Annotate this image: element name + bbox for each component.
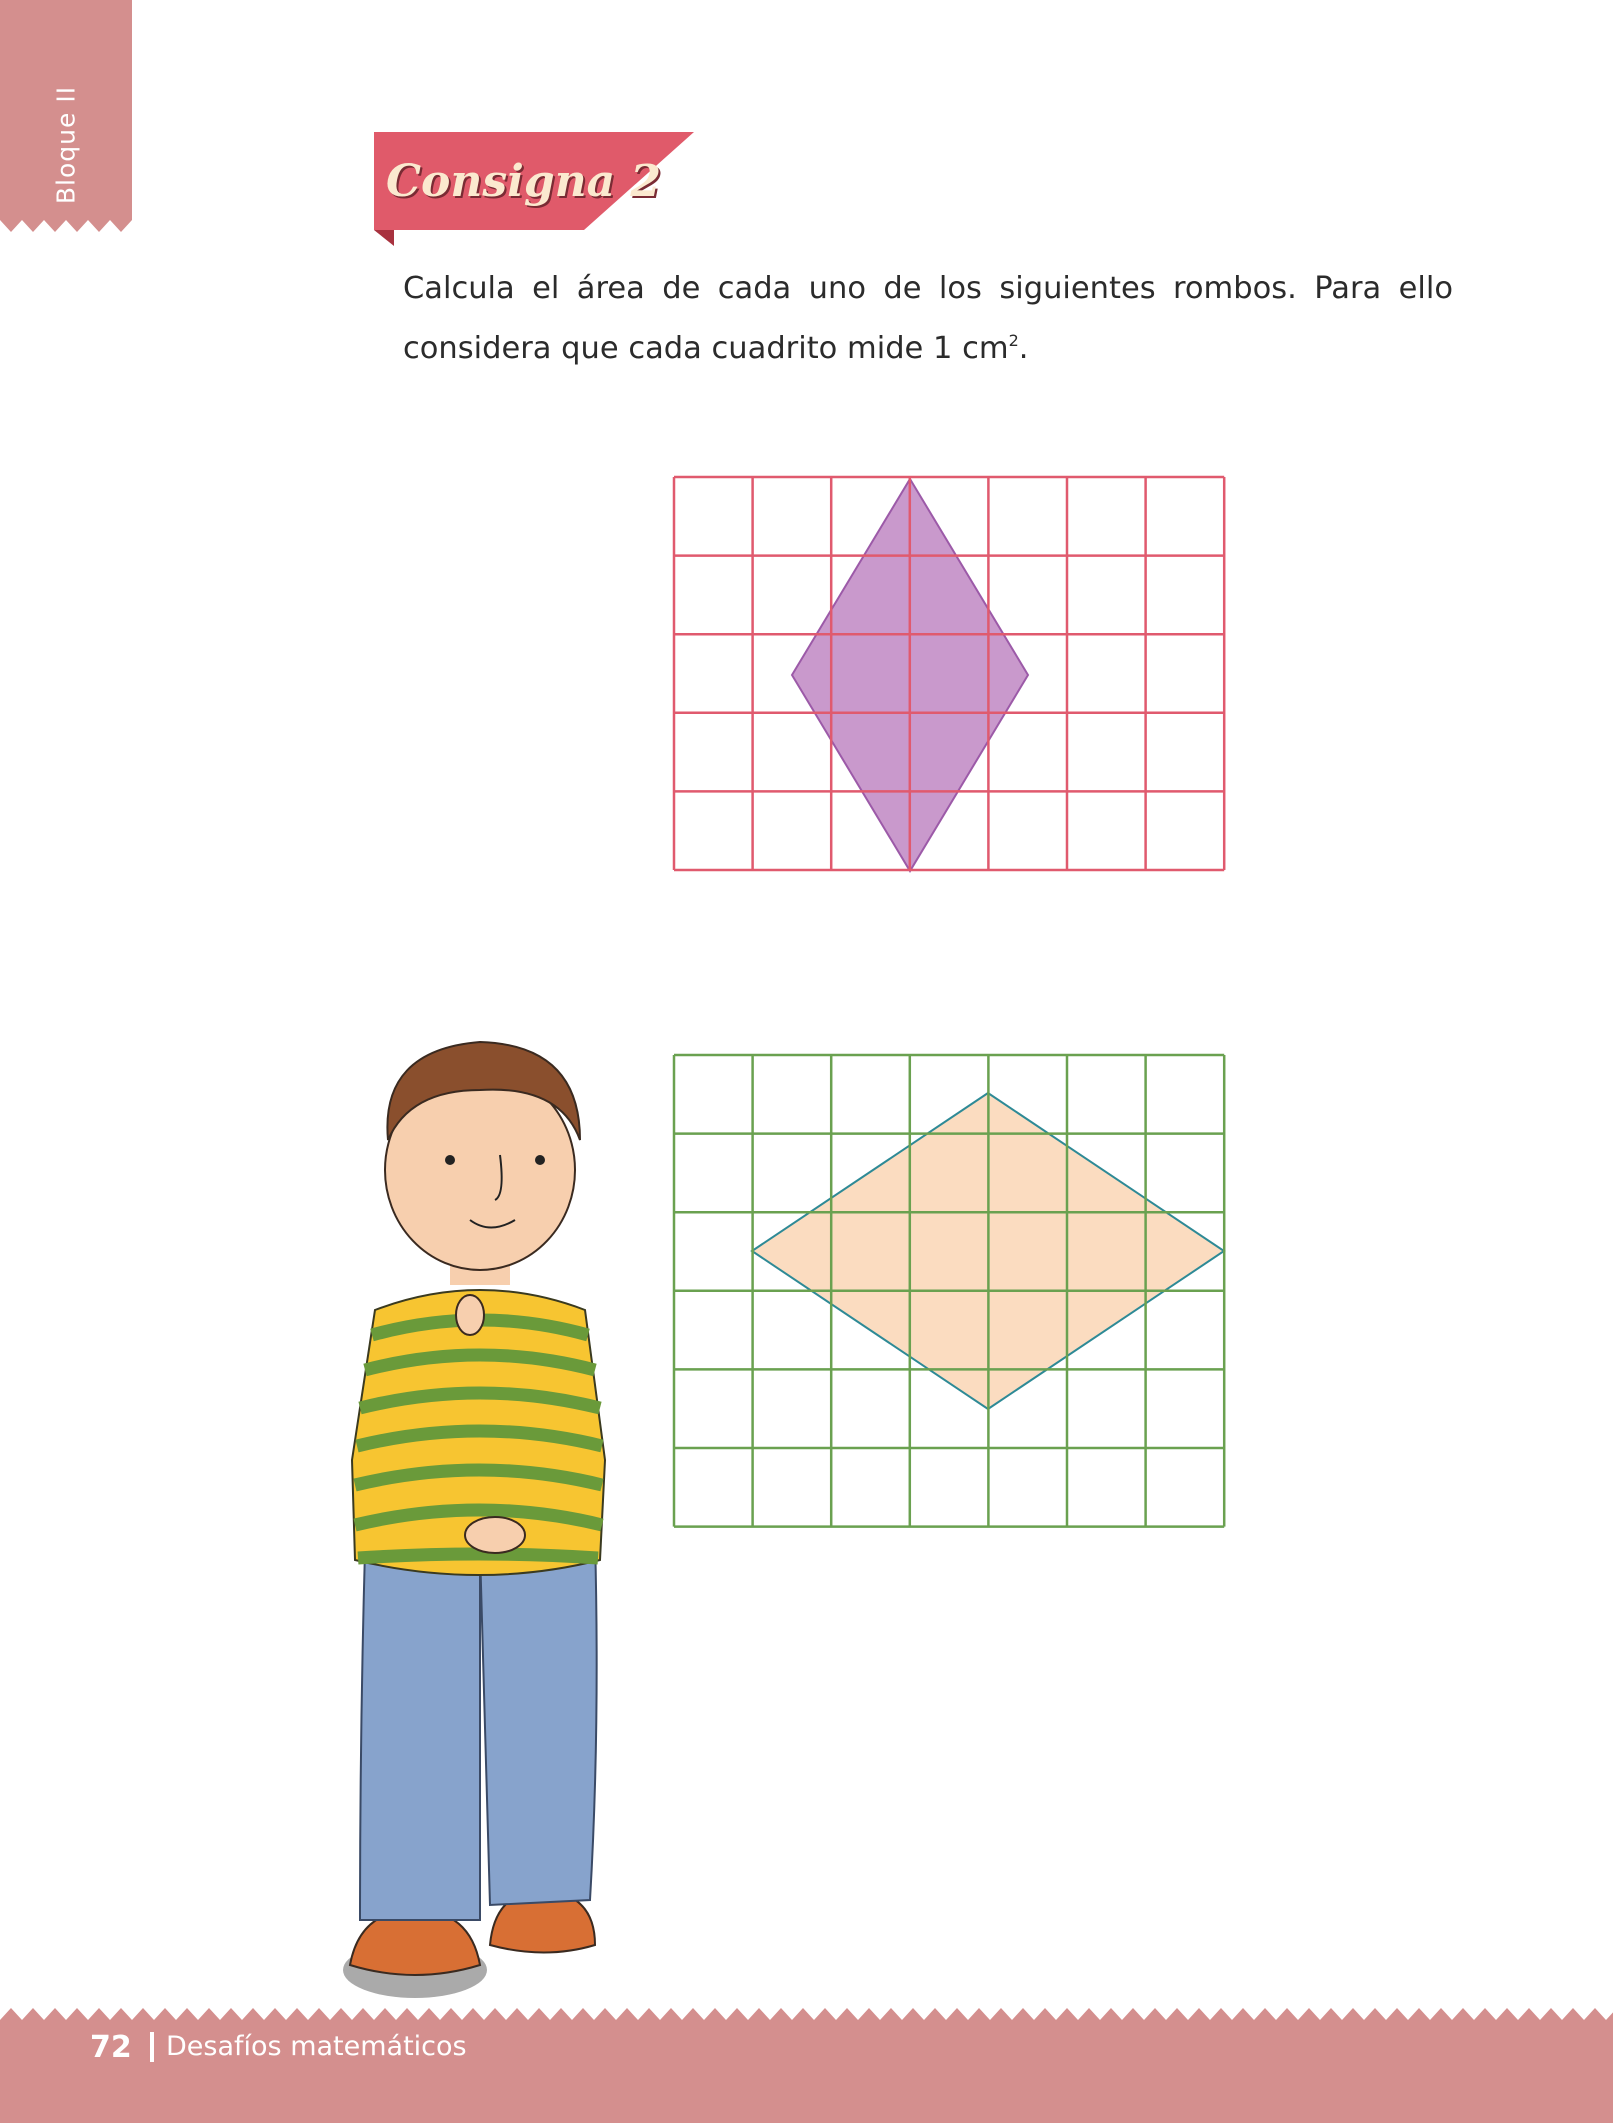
page-number: 72: [90, 2030, 132, 2065]
banner-title: Consigna 2: [386, 156, 662, 207]
boy-illustration: [343, 1040, 607, 1998]
superscript: 2: [1008, 331, 1019, 350]
footer-separator: [150, 2032, 154, 2062]
side-tab: Bloque II: [0, 0, 132, 232]
footer: [0, 2000, 1613, 2123]
consigna-banner: Consigna 2: [370, 130, 700, 250]
book-title: Desafíos matemáticos: [166, 2031, 467, 2062]
grid-1: [672, 475, 1226, 873]
block-label: Bloque II: [51, 85, 81, 205]
instruction-text: Calcula el área de cada uno de los sigui…: [403, 263, 1453, 375]
grid-2: [672, 1053, 1226, 1528]
instruction-body: Calcula el área de cada uno de los sigui…: [403, 271, 1453, 366]
instruction-end: .: [1018, 331, 1029, 366]
